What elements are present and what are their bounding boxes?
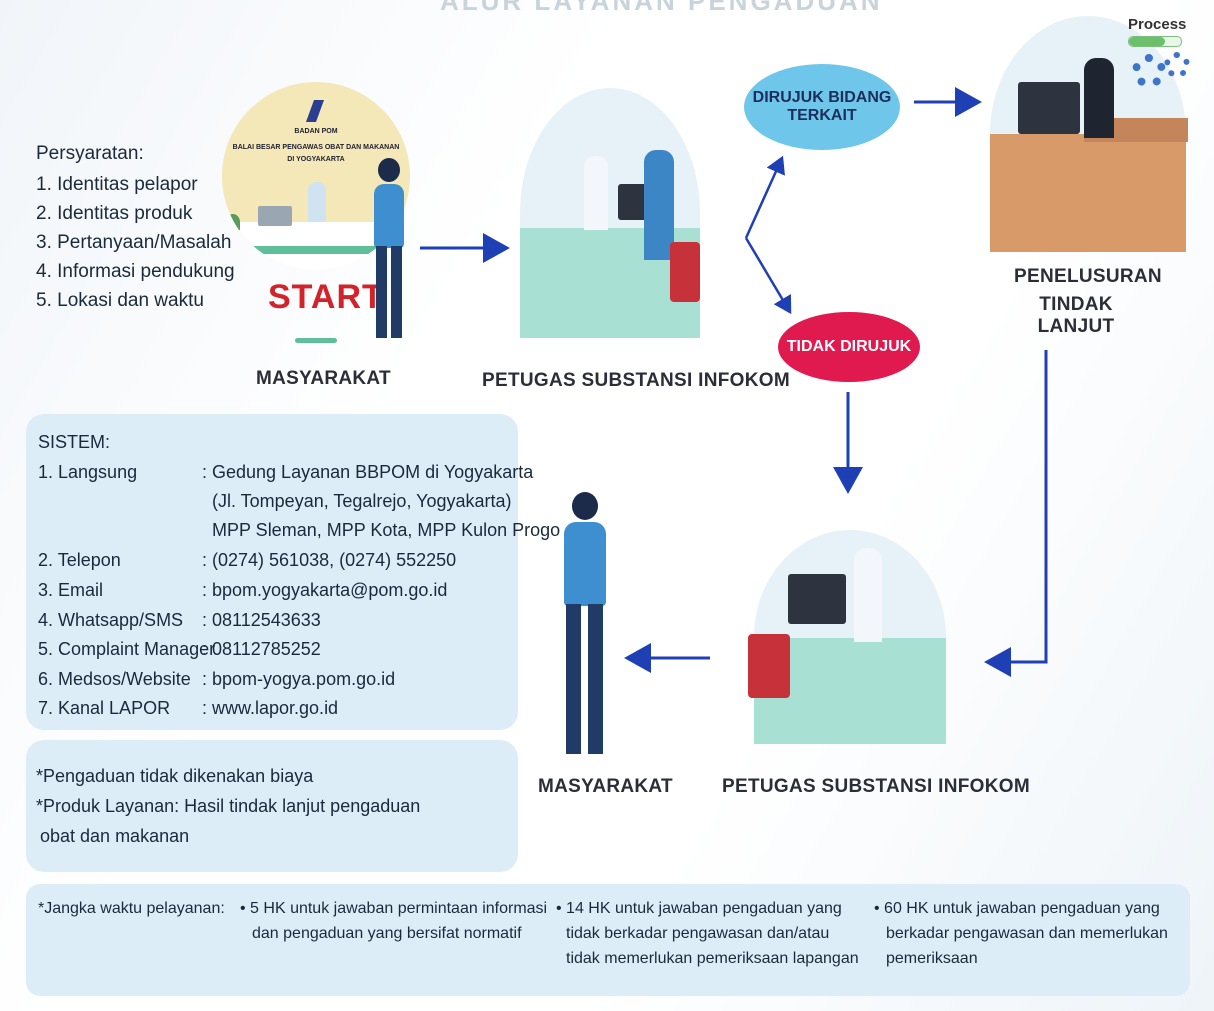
start-underline [295, 338, 337, 343]
gear-icon [1164, 52, 1190, 78]
officer-figure [1084, 58, 1114, 138]
system-value: : 08112785252 [202, 639, 321, 659]
footer-title: *Jangka waktu pelayanan: [38, 900, 225, 917]
gear-icon [1132, 54, 1166, 88]
system-value: : Gedung Layanan BBPOM di Yogyakarta [202, 462, 534, 482]
label-masyarakat-top: MASYARAKAT [256, 368, 391, 389]
chair-icon [670, 242, 700, 302]
staff-figure [584, 156, 608, 230]
monitor-icon [788, 574, 846, 624]
system-label: 2. Telepon [38, 550, 121, 570]
system-label: 6. Medsos/Website [38, 669, 191, 689]
system-label: 7. Kanal LAPOR [38, 698, 171, 718]
plant-icon [226, 214, 240, 230]
arrow-penelusuran-return [984, 350, 1048, 677]
requirement-item: 5. Lokasi dan waktu [36, 290, 204, 311]
arrow-to-tidak-dirujuk [744, 237, 792, 315]
notes-biaya: *Pengaduan tidak dikenakan biaya [36, 766, 314, 786]
notes-produk: *Produk Layanan: Hasil tindak lanjut pen… [36, 796, 421, 816]
requirements-list: 1. Identitas pelapor 2. Identitas produk… [36, 170, 235, 315]
logo-line-1: BALAI BESAR PENGAWAS OBAT DAN MAKANAN [232, 144, 400, 151]
footer-item-1-cont: dan pengaduan yang bersifat normatif [252, 925, 522, 942]
petugas-scene-bottom [748, 530, 946, 744]
footer-item-3-cont2: pemeriksaan [886, 950, 978, 967]
footer-item-2: • 14 HK untuk jawaban pengaduan yang [556, 900, 842, 917]
penelusuran-line-1: PENELUSURAN [1014, 266, 1162, 287]
footer-item-2-cont: tidak berkadar pengawasan dan/atau [566, 925, 830, 942]
requirements-title: Persyaratan: [36, 143, 144, 164]
system-value: : www.lapor.go.id [202, 698, 339, 718]
citizen-figure-top [360, 158, 420, 348]
system-value: (Jl. Tompeyan, Tegalrejo, Yogyakarta) [212, 491, 512, 511]
system-value: MPP Sleman, MPP Kota, MPP Kulon Progo [212, 520, 561, 540]
process-bar [1128, 36, 1182, 47]
footer-item-1: • 5 HK untuk jawaban permintaan informas… [240, 900, 548, 917]
system-label: 5. Complaint Manager [38, 639, 216, 659]
footer-panel [26, 884, 1190, 996]
requirement-item: 1. Identitas pelapor [36, 174, 198, 195]
counter-stripe [222, 246, 410, 254]
dirujuk-line-1: DIRUJUK BIDANG [752, 89, 892, 106]
arrow-to-dirujuk [744, 155, 785, 239]
footer-item-3-cont: berkadar pengawasan dan memerlukan [886, 925, 1168, 942]
system-label: 3. Email [38, 580, 104, 600]
dirujuk-line-2: TERKAIT [787, 107, 857, 124]
system-label: 4. Whatsapp/SMS [38, 610, 184, 630]
footer-item-3: • 60 HK untuk jawaban pengaduan yang [874, 900, 1160, 917]
notes-panel [26, 740, 518, 872]
system-value: : (0274) 561038, (0274) 552250 [202, 550, 457, 570]
system-value: : 08112543633 [202, 610, 321, 630]
system-title: SISTEM: [38, 432, 111, 452]
node-tidak-dirujuk: TIDAK DIRUJUK [778, 312, 920, 382]
logo-line-2: DI YOGYAKARTA [287, 156, 345, 163]
staff-figure [308, 182, 326, 222]
label-petugas-bottom: PETUGAS SUBSTANSI INFOKOM [722, 776, 1030, 797]
footer-item-2-cont2: tidak memerlukan pemeriksaan lapangan [566, 950, 859, 967]
staff-figure [854, 548, 882, 642]
system-panel [26, 414, 518, 730]
notes-produk-cont: obat dan makanan [40, 826, 190, 846]
tidak-dirujuk-label: TIDAK DIRUJUK [786, 338, 912, 355]
system-value: : bpom.yogyakarta@pom.go.id [202, 580, 448, 600]
requirement-item: 3. Pertanyaan/Masalah [36, 232, 232, 253]
label-penelusuran: PENELUSURAN TINDAK LANJUT [1014, 266, 1162, 338]
process-label: Process [1128, 16, 1187, 33]
penelusuran-line-2: TINDAK LANJUT [1037, 294, 1115, 337]
label-masyarakat-bottom: MASYARAKAT [538, 776, 673, 797]
monitor-icon [1018, 82, 1080, 134]
header-fragment: ALUR LAYANAN PENGADUAN [440, 0, 883, 16]
requirement-item: 4. Informasi pendukung [36, 261, 235, 282]
label-petugas-top: PETUGAS SUBSTANSI INFOKOM [482, 370, 790, 391]
logo-brand: BADAN POM [294, 128, 338, 135]
citizen-figure-bottom [552, 492, 622, 760]
system-value: : bpom-yogya.pom.go.id [202, 669, 396, 689]
petugas-scene-top [520, 88, 700, 338]
monitor-icon [258, 206, 292, 226]
chair-icon [748, 634, 790, 698]
system-label: 1. Langsung [38, 462, 138, 482]
visitor-figure [644, 150, 674, 260]
start-label: START [268, 278, 384, 316]
requirement-item: 2. Identitas produk [36, 203, 193, 224]
